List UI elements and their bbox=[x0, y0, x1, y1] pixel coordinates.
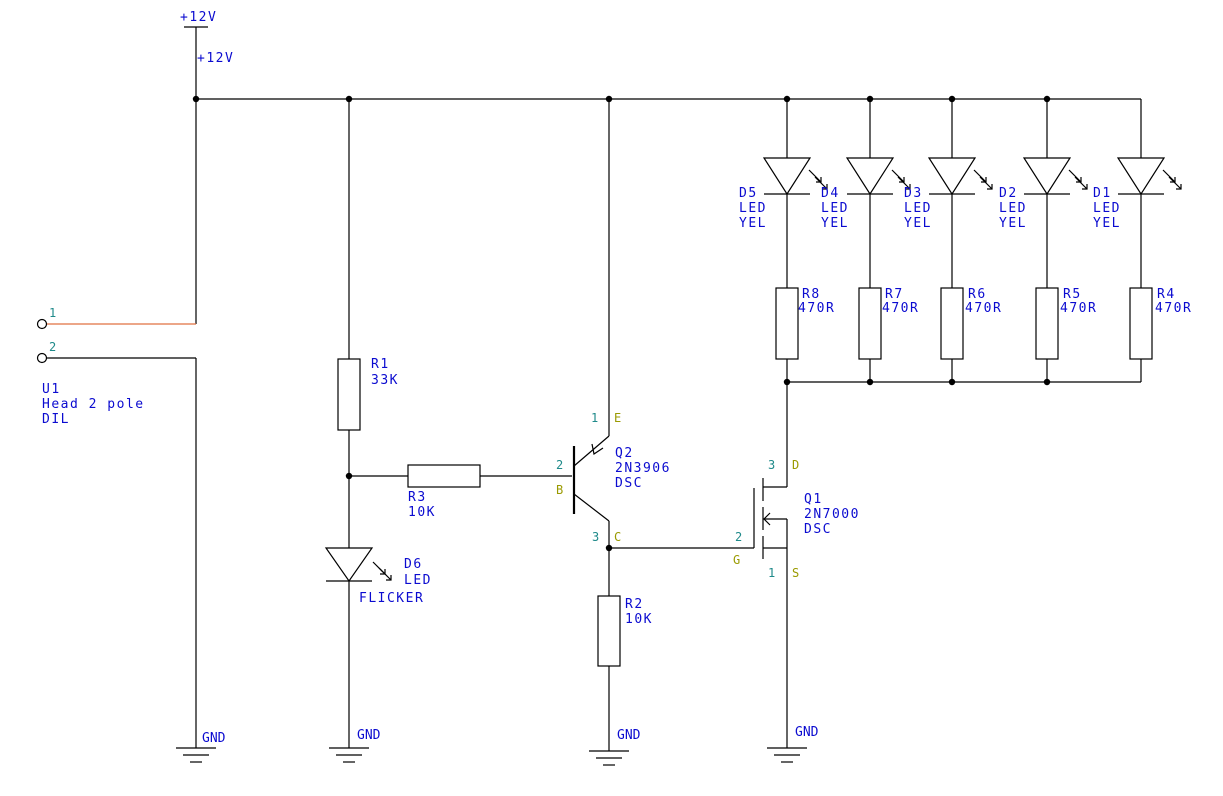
connector-pin1-label: 1 bbox=[49, 306, 56, 320]
r2-value: 10K bbox=[625, 612, 653, 627]
d3-color: YEL bbox=[904, 216, 932, 231]
ground-label: GND bbox=[617, 728, 641, 743]
d2-ref: D2 bbox=[999, 186, 1018, 201]
q2-part: 2N3906 bbox=[615, 461, 671, 476]
connector-value: Head 2 pole bbox=[42, 397, 145, 412]
connector-u1: 1 2 U1 Head 2 pole DIL bbox=[36, 99, 197, 748]
r8-value: 470R bbox=[798, 301, 835, 316]
led-d6: D6 LED FLICKER bbox=[324, 476, 432, 748]
r6-value: 470R bbox=[965, 301, 1002, 316]
resistor-r3: R3 10K bbox=[349, 464, 572, 520]
d4-ref: D4 bbox=[821, 186, 840, 201]
power-symbol: +12V +12V bbox=[180, 10, 234, 99]
resistor-r8: R8 470R bbox=[775, 287, 835, 382]
ground-label: GND bbox=[357, 728, 381, 743]
d4-color: YEL bbox=[821, 216, 849, 231]
mosfet-q1: 3 D 2 G 1 S Q1 2N7000 DSC bbox=[609, 382, 860, 748]
r8-ref: R8 bbox=[802, 287, 821, 302]
ground-label: GND bbox=[202, 731, 226, 746]
q1-pin-s-number: 1 bbox=[768, 566, 775, 580]
ground-label: GND bbox=[795, 725, 819, 740]
connector-ref: U1 bbox=[42, 382, 61, 397]
connector-value-2: DIL bbox=[42, 412, 70, 427]
d4-type: LED bbox=[821, 201, 849, 216]
ground-symbol: GND bbox=[329, 728, 381, 763]
d5-type: LED bbox=[739, 201, 767, 216]
connector-pin2-label: 2 bbox=[49, 340, 56, 354]
r2-ref: R2 bbox=[625, 597, 644, 612]
resistor-r2: R2 10K bbox=[597, 548, 653, 751]
q2-pin-b-number: 2 bbox=[556, 458, 563, 472]
q1-ref: Q1 bbox=[804, 492, 823, 507]
r1-ref: R1 bbox=[371, 357, 390, 372]
r4-ref: R4 bbox=[1157, 287, 1176, 302]
transistor-q2: 1 E 2 B 3 C Q2 2N3906 DSC bbox=[556, 99, 671, 548]
power-rail-label: +12V bbox=[197, 51, 234, 66]
d6-color: FLICKER bbox=[359, 591, 424, 606]
d1-type: LED bbox=[1093, 201, 1121, 216]
q2-ref: Q2 bbox=[615, 446, 634, 461]
r3-value: 10K bbox=[408, 505, 436, 520]
led-bus bbox=[783, 378, 1141, 386]
r7-value: 470R bbox=[882, 301, 919, 316]
q1-pin-g-number: 2 bbox=[735, 530, 742, 544]
d1-ref: D1 bbox=[1093, 186, 1112, 201]
q2-pin-e-name: E bbox=[614, 411, 621, 425]
q1-pin-d-number: 3 bbox=[768, 458, 775, 472]
q2-pin-c-number: 3 bbox=[592, 530, 599, 544]
r1-value: 33K bbox=[371, 373, 399, 388]
d5-color: YEL bbox=[739, 216, 767, 231]
d2-color: YEL bbox=[999, 216, 1027, 231]
d3-ref: D3 bbox=[904, 186, 923, 201]
d2-type: LED bbox=[999, 201, 1027, 216]
r6-ref: R6 bbox=[968, 287, 987, 302]
led-d3: D3 LED YEL bbox=[904, 99, 993, 288]
resistor-r1: R1 33K bbox=[337, 99, 399, 476]
d5-ref: D5 bbox=[739, 186, 758, 201]
r5-ref: R5 bbox=[1063, 287, 1082, 302]
q2-package: DSC bbox=[615, 476, 643, 491]
q1-pin-g-name: G bbox=[733, 553, 740, 567]
resistor-r6: R6 470R bbox=[940, 287, 1002, 382]
resistor-r7: R7 470R bbox=[858, 287, 919, 382]
led-d4: D4 LED YEL bbox=[821, 99, 911, 288]
q1-part: 2N7000 bbox=[804, 507, 860, 522]
led-d5: D5 LED YEL bbox=[739, 99, 828, 288]
resistor-r5: R5 470R bbox=[1035, 287, 1097, 382]
q2-pin-c-name: C bbox=[614, 530, 621, 544]
r4-value: 470R bbox=[1155, 301, 1192, 316]
q1-package: DSC bbox=[804, 522, 832, 537]
connector-pin-1 bbox=[36, 318, 48, 330]
ground-symbol: GND bbox=[767, 725, 819, 763]
r5-value: 470R bbox=[1060, 301, 1097, 316]
connector-pin-2 bbox=[36, 352, 48, 364]
d3-type: LED bbox=[904, 201, 932, 216]
q2-pin-e-number: 1 bbox=[591, 411, 598, 425]
led-d2: D2 LED YEL bbox=[999, 99, 1088, 288]
led-d1: D1 LED YEL bbox=[1093, 157, 1182, 288]
q1-pin-s-name: S bbox=[792, 566, 799, 580]
r7-ref: R7 bbox=[885, 287, 904, 302]
q2-pin-b-name: B bbox=[556, 483, 563, 497]
d1-color: YEL bbox=[1093, 216, 1121, 231]
q1-pin-d-name: D bbox=[792, 458, 799, 472]
resistor-r4: R4 470R bbox=[1129, 287, 1192, 382]
ground-symbol: GND bbox=[176, 731, 226, 763]
r3-ref: R3 bbox=[408, 490, 427, 505]
d6-ref: D6 bbox=[404, 557, 423, 572]
power-rail bbox=[192, 95, 1142, 170]
d6-type: LED bbox=[404, 573, 432, 588]
power-top-label: +12V bbox=[180, 10, 217, 25]
ground-symbol: GND bbox=[589, 728, 641, 766]
